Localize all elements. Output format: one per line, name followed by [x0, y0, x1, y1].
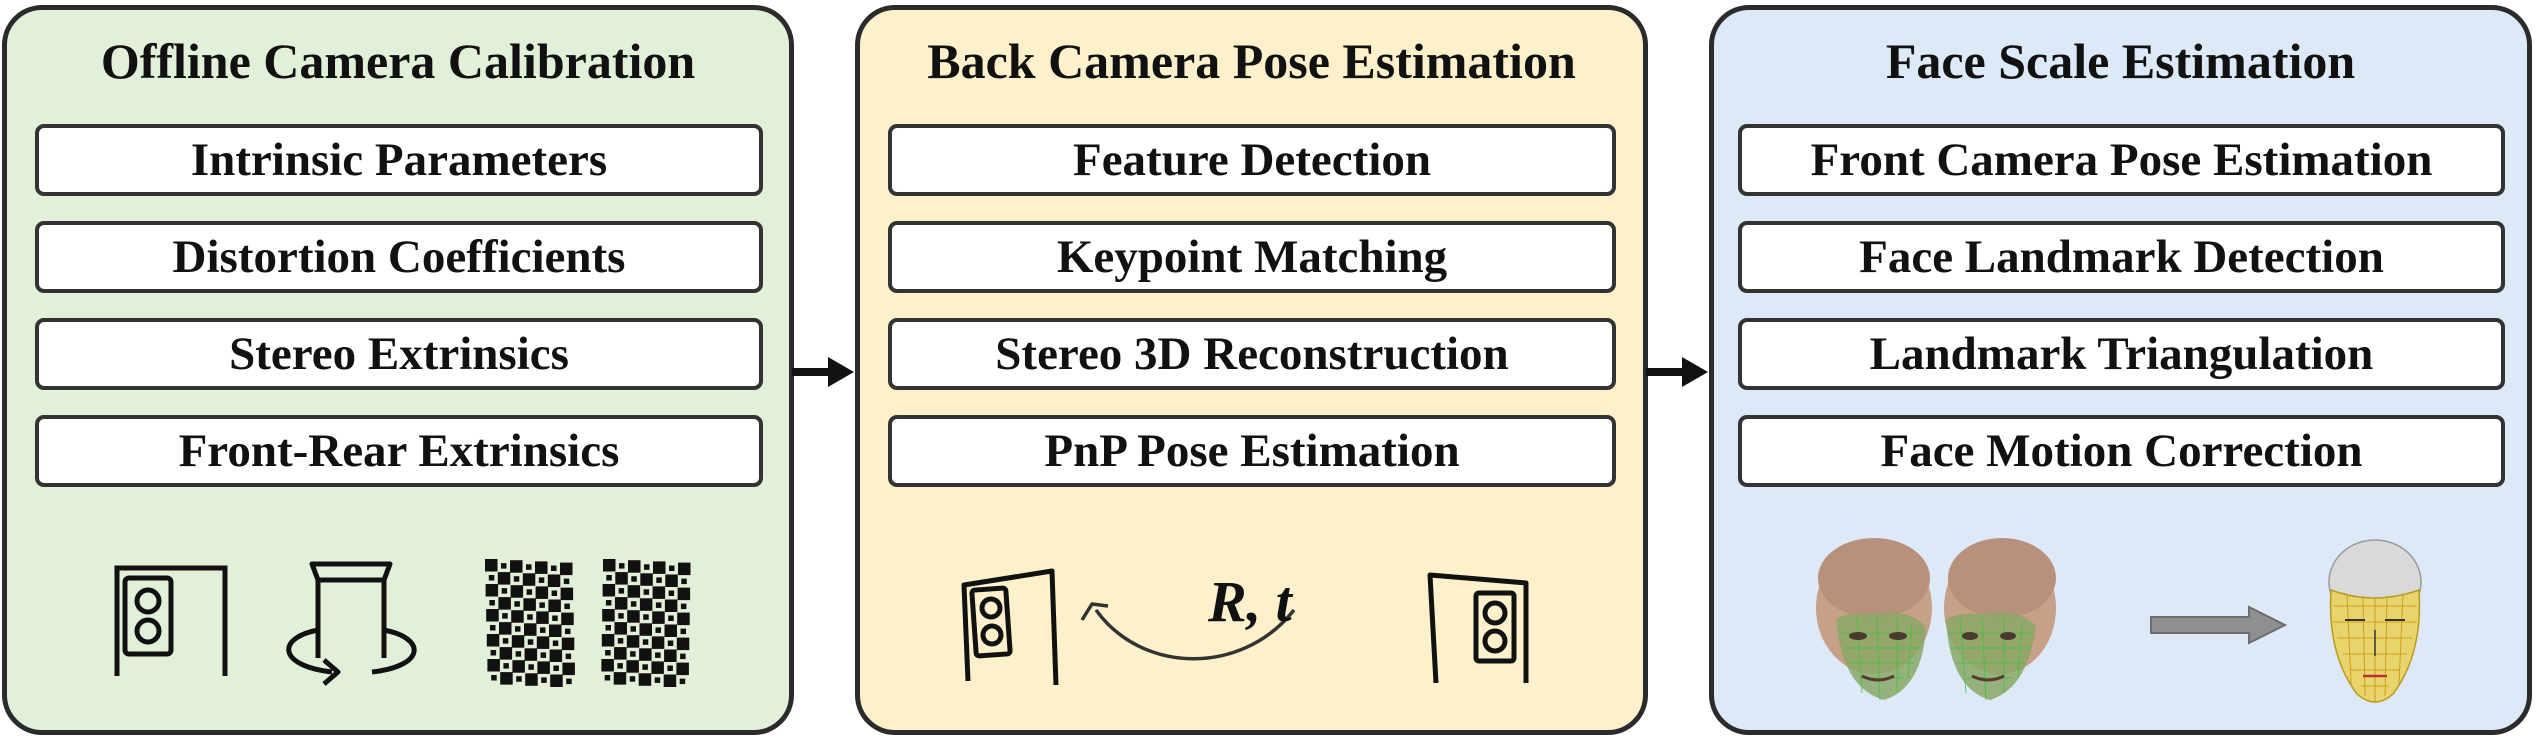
panel-title-calibration: Offline Camera Calibration	[100, 33, 696, 89]
step-distortion-coefficients: Distortion Coefficients	[35, 221, 763, 293]
panel-title-face: Face Scale Estimation	[1885, 33, 2356, 89]
phone-back-camera-icon	[961, 568, 1059, 686]
face-mesh-icon	[1944, 538, 2056, 701]
step-keypoint-matching: Keypoint Matching	[888, 221, 1616, 293]
rotate-phone-icon	[286, 561, 417, 686]
transform-label: R, t	[1208, 569, 1292, 634]
step-landmark-triangulation: Landmark Triangulation	[1738, 318, 2505, 390]
phone-back-camera-icon	[1427, 572, 1529, 684]
flow-arrow-calibration-to-pose	[792, 357, 854, 387]
face-mesh-icon	[2328, 539, 2422, 703]
phone-back-camera-icon	[114, 565, 228, 676]
checkerboard-icon	[601, 559, 691, 687]
flow-arrow-pose-to-face	[1646, 357, 1708, 387]
step-pnp-pose-estimation: PnP Pose Estimation	[888, 415, 1616, 487]
step-face-motion-correction: Face Motion Correction	[1738, 415, 2505, 487]
checkerboard-icon	[485, 559, 575, 687]
transform-arrow	[1080, 602, 1296, 661]
step-front-rear-extrinsics: Front-Rear Extrinsics	[35, 415, 763, 487]
panel-title-pose: Back Camera Pose Estimation	[927, 33, 1576, 89]
panel-back-camera-pose-estimation: Back Camera Pose Estimation Feature Dete…	[855, 5, 1648, 735]
face-mesh-icon	[1816, 538, 1932, 701]
step-feature-detection: Feature Detection	[888, 124, 1616, 196]
step-front-camera-pose-estimation: Front Camera Pose Estimation	[1738, 124, 2505, 196]
step-face-landmark-detection: Face Landmark Detection	[1738, 221, 2505, 293]
step-stereo-extrinsics: Stereo Extrinsics	[35, 318, 763, 390]
gray-arrow-icon	[2150, 605, 2288, 645]
step-stereo-3d-reconstruction: Stereo 3D Reconstruction	[888, 318, 1616, 390]
panel-offline-camera-calibration: Offline Camera Calibration Intrinsic Par…	[2, 5, 794, 735]
panel-face-scale-estimation: Face Scale Estimation Front Camera Pose …	[1709, 5, 2532, 735]
step-intrinsic-parameters: Intrinsic Parameters	[35, 124, 763, 196]
